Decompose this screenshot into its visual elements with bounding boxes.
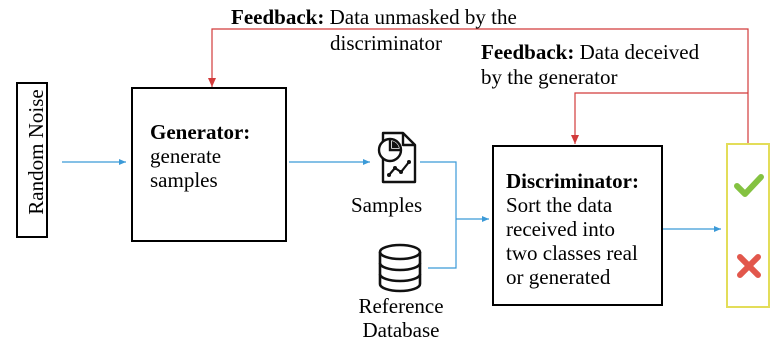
- generator-title: Generator:: [150, 120, 251, 144]
- discriminator-line3: two classes real: [506, 241, 638, 265]
- discriminator-box: Discriminator: Sort the data received in…: [492, 145, 663, 306]
- feedback-top-line1: Data unmasked by the: [324, 5, 517, 29]
- feedback-top-line2: discriminator: [330, 31, 442, 55]
- database-icon: [378, 243, 422, 293]
- random-noise-box: [16, 82, 48, 238]
- feedback-right-line2: by the generator: [481, 65, 618, 89]
- samples-label: Samples: [351, 193, 423, 217]
- reference-label: Reference Database: [352, 294, 450, 342]
- generator-line2: samples: [150, 168, 218, 192]
- feedback-right-bold: Feedback:: [481, 40, 575, 64]
- discriminator-title: Discriminator:: [506, 169, 639, 193]
- check-icon: [734, 174, 764, 197]
- discriminator-text: Discriminator: Sort the data received in…: [506, 169, 639, 289]
- generator-line1: generate: [150, 144, 222, 168]
- feedback-top-label: Feedback: Data unmasked by the: [231, 5, 517, 29]
- random-noise-label: Random Noise: [24, 89, 48, 215]
- generator-text: Generator: generate samples: [150, 120, 250, 192]
- discriminator-line4: or generated: [506, 265, 611, 289]
- result-box: [726, 143, 770, 308]
- discriminator-line2: received into: [506, 217, 616, 241]
- discriminator-line1: Sort the data: [506, 193, 613, 217]
- cross-icon: [737, 254, 761, 278]
- feedback-right-label: Feedback: Data deceived: [481, 40, 699, 64]
- feedback-top-bold: Feedback:: [231, 5, 325, 29]
- generator-box: Generator: generate samples: [131, 87, 287, 242]
- reference-line2: Database: [362, 318, 440, 342]
- line-samples-to-merge: [420, 161, 457, 269]
- report-chart-icon: [377, 131, 417, 184]
- feedback-right-line1: Data deceived: [574, 40, 700, 64]
- reference-line1: Reference: [358, 294, 444, 318]
- feedback-line-to-generator: [208, 28, 749, 143]
- feedback-line-to-discriminator: [571, 92, 748, 144]
